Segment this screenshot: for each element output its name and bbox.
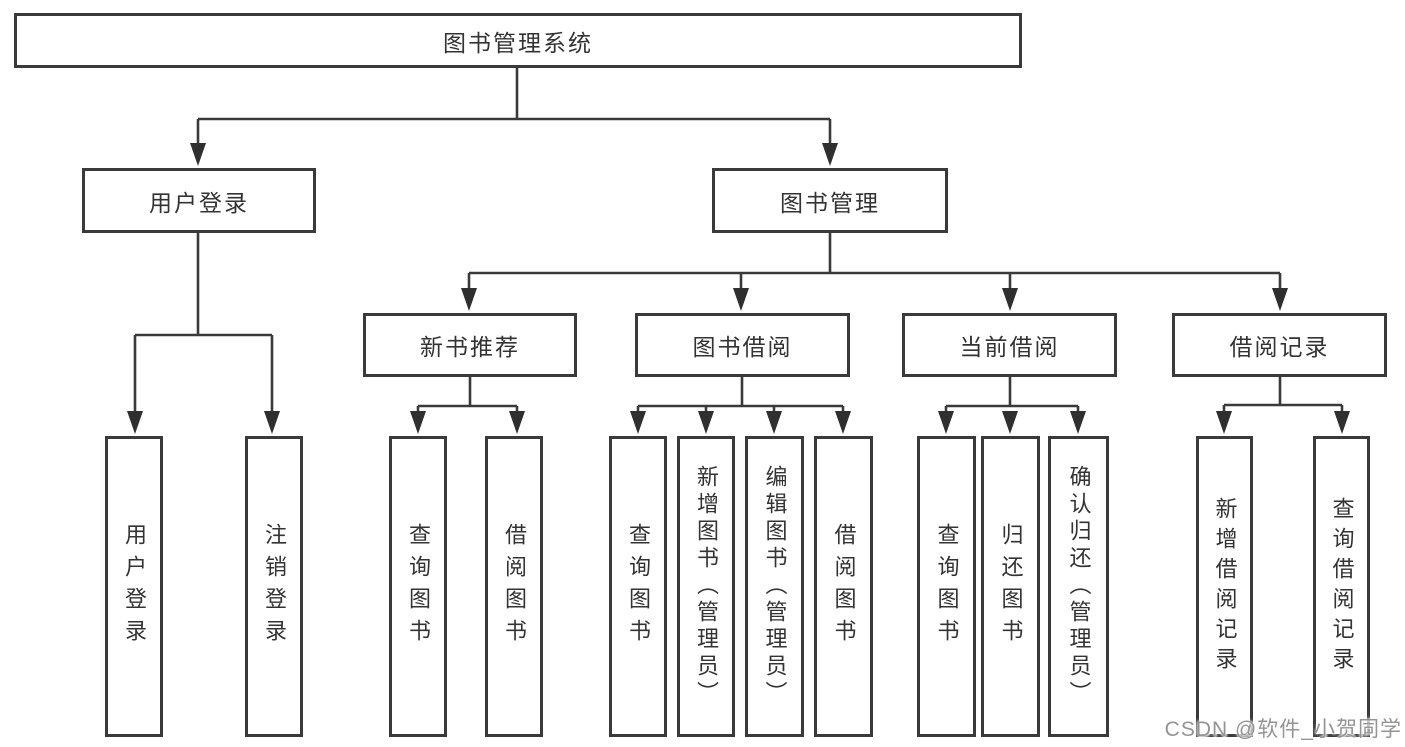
arrowhead-icon (1216, 411, 1232, 434)
leaf-label: 借阅图书 (502, 522, 527, 651)
leaf-query-books-current: 查询图书 (917, 436, 976, 737)
node-label: 用户登录 (149, 189, 249, 216)
arrowhead-icon (822, 143, 838, 166)
leaf-label: 用户登录 (122, 522, 147, 651)
node-current-borrow: 当前借阅 (902, 313, 1117, 377)
watermark: CSDN @软件_小贺同学 (1164, 718, 1402, 741)
arrowhead-icon (766, 411, 782, 434)
node-label: 新书推荐 (420, 334, 520, 360)
node-new-book-recommend: 新书推荐 (363, 313, 577, 377)
leaf-borrow-books: 借阅图书 (814, 436, 873, 737)
leaf-logout: 注销登录 (245, 436, 303, 737)
arrowhead-icon (938, 411, 954, 434)
node-book-management: 图书管理 (712, 168, 948, 233)
leaf-label: 新增图书（管理员） (694, 465, 719, 708)
leaf-return-book: 归还图书 (981, 436, 1040, 737)
leaf-label: 查询借阅记录 (1329, 496, 1355, 677)
leaf-confirm-return-admin: 确认归还（管理员） (1048, 436, 1109, 737)
node-label: 当前借阅 (959, 334, 1060, 360)
connector-lines (133, 68, 1344, 413)
leaf-label: 编辑图书（管理员） (762, 465, 788, 708)
arrowhead-icon (1334, 411, 1350, 434)
leaf-add-borrow-record: 新增借阅记录 (1196, 436, 1253, 737)
arrowhead-icon (698, 411, 714, 434)
arrowhead-icon (835, 411, 851, 434)
node-book-borrow: 图书借阅 (635, 313, 850, 377)
arrowhead-icon (1272, 288, 1288, 311)
arrowhead-icon (410, 411, 426, 434)
leaf-query-books-borrow: 查询图书 (609, 436, 667, 737)
arrowhead-icon (733, 288, 749, 311)
leaf-query-borrow-record: 查询借阅记录 (1313, 436, 1370, 737)
arrowhead-icon (1002, 411, 1018, 434)
leaf-label: 查询图书 (406, 522, 431, 651)
leaf-user-login: 用户登录 (105, 436, 163, 737)
node-label: 图书管理系统 (443, 29, 593, 56)
arrowhead-icon (1002, 288, 1018, 311)
arrowhead-icon (461, 288, 477, 311)
arrowhead-icon (127, 411, 143, 434)
leaf-borrow-books-recommend: 借阅图书 (485, 436, 543, 737)
node-label: 借阅记录 (1229, 334, 1330, 360)
connector-path (133, 68, 1344, 413)
leaf-label: 借阅图书 (831, 522, 857, 651)
leaf-label: 注销登录 (262, 522, 287, 651)
arrowhead-icon (264, 411, 280, 434)
leaf-edit-book-admin: 编辑图书（管理员） (745, 436, 804, 737)
leaf-label: 归还图书 (998, 522, 1024, 651)
leaf-query-books-recommend: 查询图书 (389, 436, 447, 737)
node-label: 图书管理 (780, 189, 880, 216)
arrowhead-icon (509, 411, 525, 434)
arrowhead-icon (190, 143, 206, 166)
leaf-label: 查询图书 (934, 522, 960, 651)
arrowhead-icon (630, 411, 646, 434)
node-root: 图书管理系统 (14, 13, 1022, 68)
arrowheads (127, 143, 1350, 434)
leaf-label: 新增借阅记录 (1212, 496, 1238, 677)
leaf-label: 查询图书 (626, 522, 651, 651)
node-user-login: 用户登录 (82, 168, 316, 233)
node-label: 图书借阅 (692, 334, 793, 360)
node-borrow-records: 借阅记录 (1172, 313, 1387, 377)
leaf-label: 确认归还（管理员） (1066, 465, 1092, 708)
leaf-add-book-admin: 新增图书（管理员） (677, 436, 735, 737)
arrowhead-icon (1070, 411, 1086, 434)
